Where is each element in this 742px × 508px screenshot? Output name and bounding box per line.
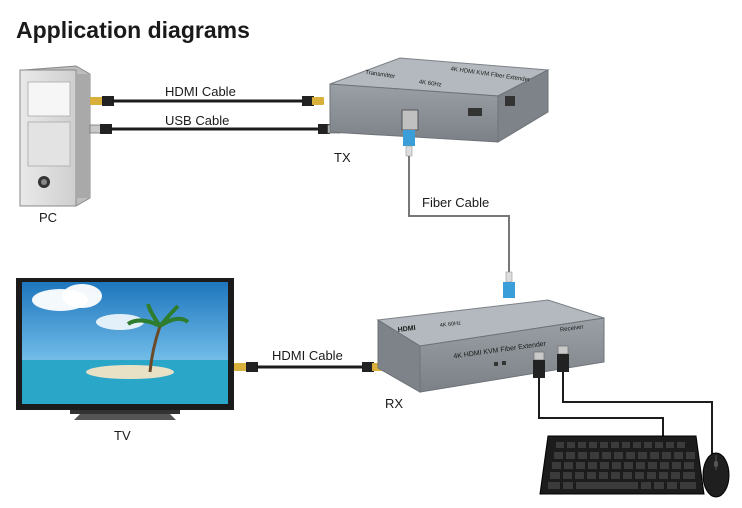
hdmi-cable-top [90, 96, 324, 106]
mouse-icon [702, 452, 730, 498]
tv-label: TV [114, 428, 131, 443]
rx-extender-icon: HDMI 4K 60Hz 4K HDMI KVM Fiber Extender … [376, 299, 605, 393]
rx-label: RX [385, 396, 403, 411]
rx-hdmi-logo: HDMI [397, 325, 416, 334]
tv-icon [16, 278, 234, 420]
usb-plugs-rx [533, 345, 713, 454]
rx-device-text: 4K 60Hz [440, 320, 462, 329]
hdmi-cable-top-label: HDMI Cable [165, 84, 236, 99]
fiber-cable-label: Fiber Cable [422, 195, 489, 210]
hdmi-cable-bottom [234, 362, 384, 372]
keyboard-icon [539, 435, 705, 495]
fiber-cable [403, 130, 515, 298]
tx-extender-icon: 4K HDMI KVM Fiber Extender 4K 60Hz Trans… [329, 57, 550, 143]
rx-device-text-3: Receiver [560, 324, 584, 333]
tx-device-text-3: Transmitter [365, 70, 396, 80]
usb-cable-label: USB Cable [165, 113, 229, 128]
tx-device-text-2: 4K 60Hz [418, 79, 442, 88]
pc-tower-icon [19, 65, 91, 207]
hdmi-cable-bottom-label: HDMI Cable [272, 348, 343, 363]
page-title: Application diagrams [16, 17, 250, 43]
pc-label: PC [39, 210, 57, 225]
tx-label: TX [334, 150, 351, 165]
